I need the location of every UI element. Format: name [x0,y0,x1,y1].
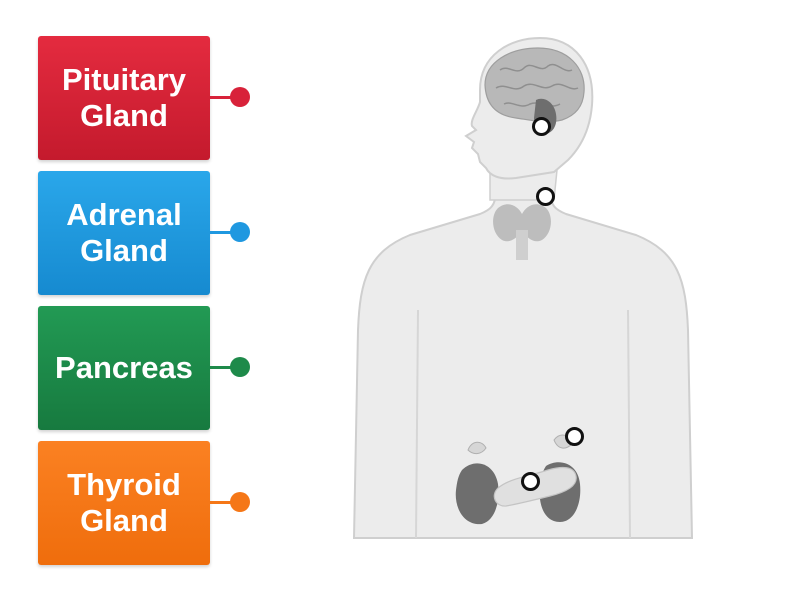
connector-line-pancreas [210,366,234,369]
label-card-thyroid[interactable]: Thyroid Gland [38,441,210,565]
connector-line-adrenal [210,231,234,234]
connector-pin-thyroid[interactable] [230,492,250,512]
drop-target-neck[interactable] [536,187,555,206]
connector-line-thyroid [210,501,234,504]
drop-target-upper-abdomen[interactable] [565,427,584,446]
body-left-arm-line [415,309,419,539]
connector-pin-pancreas[interactable] [230,357,250,377]
drop-target-head[interactable] [532,117,551,136]
label-card-adrenal[interactable]: Adrenal Gland [38,171,210,295]
label-card-pancreas[interactable]: Pancreas [38,306,210,430]
label-text-adrenal: Adrenal Gland [66,197,182,268]
label-text-thyroid: Thyroid Gland [67,467,181,538]
label-text-pancreas: Pancreas [55,350,193,385]
human-body-illustration [352,36,694,539]
body-trachea [516,230,528,260]
connector-pin-adrenal[interactable] [230,222,250,242]
drop-target-lower-abdomen[interactable] [521,472,540,491]
label-card-pituitary[interactable]: Pituitary Gland [38,36,210,160]
connector-line-pituitary [210,96,234,99]
label-text-pituitary: Pituitary Gland [61,62,187,133]
body-right-arm-line [627,309,631,539]
body-adrenal-left [467,441,487,455]
body-thyroid [493,204,551,242]
connector-pin-pituitary[interactable] [230,87,250,107]
body-kidney-left [455,463,499,525]
